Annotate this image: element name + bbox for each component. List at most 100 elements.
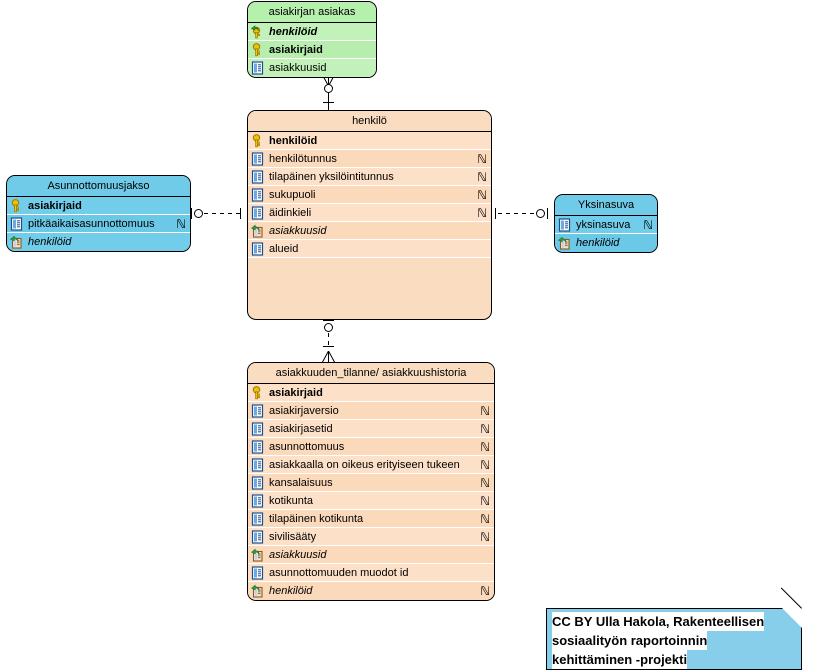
relationship-line-dashed — [498, 213, 538, 214]
optional-circle-icon — [536, 209, 545, 218]
table-row[interactable]: asiakirjaid — [248, 41, 376, 59]
row-label: asiakirjasetid — [269, 422, 333, 435]
primary-key-icon — [251, 385, 264, 400]
note-fold-corner-icon — [782, 608, 802, 628]
foreign-key-icon — [251, 224, 264, 238]
table-row[interactable]: asunnottomuus ℕ — [248, 438, 494, 456]
nullable-marker: ℕ — [477, 205, 487, 220]
table-row[interactable]: henkilöid — [555, 234, 657, 252]
table-row[interactable]: asiakkuusid — [248, 222, 491, 240]
row-label: alueid — [269, 242, 299, 255]
entity-header: asiakkuuden_tilanne/ asiakkuushistoria — [248, 363, 494, 384]
relationship-line-dashed — [328, 333, 329, 347]
row-label: asunnottomuuden muodot id — [269, 566, 409, 579]
table-row[interactable]: henkilötunnus ℕ — [248, 150, 491, 168]
table-row[interactable]: asiakkaalla on oikeus erityiseen tukeen … — [248, 456, 494, 474]
note-line: CC BY Ulla Hakola, Rakenteellisen — [552, 612, 765, 631]
table-row[interactable]: asiakirjaid — [248, 384, 494, 402]
table-row[interactable]: äidinkieli ℕ — [248, 204, 491, 222]
table-row[interactable]: alueid — [248, 240, 491, 258]
row-label: asiakirjaid — [269, 386, 323, 399]
column-icon — [251, 403, 264, 418]
one-tick-icon — [240, 208, 241, 219]
table-row[interactable]: sukupuoli ℕ — [248, 186, 491, 204]
column-icon — [251, 529, 264, 544]
table-row[interactable]: asiakirjasetid ℕ — [248, 420, 494, 438]
credit-note: CC BY Ulla Hakola, Rakenteellisen sosiaa… — [546, 587, 802, 670]
nullable-marker: ℕ — [477, 151, 487, 166]
primary-foreign-key-icon — [251, 24, 264, 39]
row-label: sivilisääty — [269, 530, 317, 543]
entity-yksinasuva[interactable]: Yksinasuva yksinasuva ℕ — [554, 194, 658, 253]
optional-circle-icon — [194, 209, 203, 218]
table-row[interactable]: sivilisääty ℕ — [248, 528, 494, 546]
table-row[interactable]: asiakirjaid — [7, 197, 190, 215]
row-label: asunnottomuus — [269, 440, 345, 453]
nullable-marker: ℕ — [480, 457, 490, 472]
table-row[interactable]: asiakirjaversio ℕ — [248, 402, 494, 420]
primary-key-icon — [251, 42, 264, 57]
row-label: asiakkuusid — [269, 548, 327, 561]
foreign-key-icon — [558, 236, 571, 250]
table-row[interactable]: asiakkuusid — [248, 546, 494, 564]
nullable-marker: ℕ — [480, 403, 490, 418]
row-label: asiakkuusid — [269, 62, 327, 74]
nullable-marker: ℕ — [480, 529, 490, 544]
one-tick-icon — [323, 346, 334, 347]
column-icon — [10, 216, 23, 231]
column-icon — [558, 217, 571, 232]
table-row[interactable]: henkilöid — [7, 233, 190, 251]
column-icon — [251, 205, 264, 220]
nullable-marker: ℕ — [643, 217, 653, 232]
note-fold-line — [780, 587, 802, 609]
row-label: henkilöid — [269, 134, 318, 147]
entity-asiakirjan-asiakas[interactable]: asiakirjan asiakas henkilöid — [247, 1, 377, 78]
entity-asunnottomuusjakso[interactable]: Asunnottomuusjakso asiakirjaid — [6, 175, 191, 252]
table-row[interactable]: asiakkuusid — [248, 59, 376, 77]
entity-asiakkuuden-tilanne[interactable]: asiakkuuden_tilanne/ asiakkuushistoria a… — [247, 362, 495, 601]
relationship-line-dashed — [204, 213, 244, 214]
table-row[interactable]: tilapäinen yksilöintitunnus ℕ — [248, 168, 491, 186]
one-tick-icon — [191, 208, 192, 219]
table-row[interactable]: kotikunta ℕ — [248, 492, 494, 510]
nullable-marker: ℕ — [477, 169, 487, 184]
table-row[interactable]: henkilöid ℕ — [248, 582, 494, 600]
table-row[interactable]: yksinasuva ℕ — [555, 216, 657, 234]
nullable-marker: ℕ — [480, 493, 490, 508]
nullable-marker: ℕ — [480, 421, 490, 436]
column-icon — [251, 187, 264, 202]
nullable-marker: ℕ — [176, 216, 186, 231]
table-row[interactable]: henkilöid — [248, 23, 376, 41]
column-icon — [251, 475, 264, 490]
row-label: kotikunta — [269, 494, 314, 507]
crowfoot-icon — [321, 351, 336, 363]
one-tick-icon — [323, 102, 334, 103]
column-icon — [251, 493, 264, 508]
table-row[interactable]: kansalaisuus ℕ — [248, 474, 494, 492]
entity-henkilo[interactable]: henkilö henkilöid — [247, 110, 492, 320]
one-tick-icon — [495, 208, 496, 219]
table-row[interactable]: tilapäinen kotikunta ℕ — [248, 510, 494, 528]
entity-body: yksinasuva ℕ henkilöid — [555, 216, 657, 252]
entity-body: asiakirjaid pitkäaikaisasunnottomuus ℕ — [7, 197, 190, 251]
entity-body: asiakirjaid asiakirjaversio ℕ asiakirjas… — [248, 384, 494, 600]
nullable-marker: ℕ — [480, 475, 490, 490]
row-label: asiakirjaid — [28, 199, 82, 212]
table-row[interactable]: henkilöid — [248, 132, 491, 150]
column-icon — [251, 151, 264, 166]
one-tick-icon — [547, 208, 548, 219]
row-label: henkilöid — [269, 25, 318, 38]
entity-header: asiakirjan asiakas — [248, 2, 376, 23]
one-tick-icon — [323, 320, 334, 321]
column-icon — [251, 457, 264, 472]
table-row[interactable]: asunnottomuuden muodot id — [248, 564, 494, 582]
row-label: henkilöid — [576, 237, 620, 249]
row-label: tilapäinen yksilöintitunnus — [269, 170, 394, 183]
row-label: asiakkuusid — [269, 224, 327, 237]
row-label: kansalaisuus — [269, 476, 333, 489]
row-label: asiakirjaversio — [269, 404, 339, 417]
note-line: kehittäminen -projekti — [552, 650, 688, 669]
table-row[interactable]: pitkäaikaisasunnottomuus ℕ — [7, 215, 190, 233]
row-label: tilapäinen kotikunta — [269, 512, 364, 525]
